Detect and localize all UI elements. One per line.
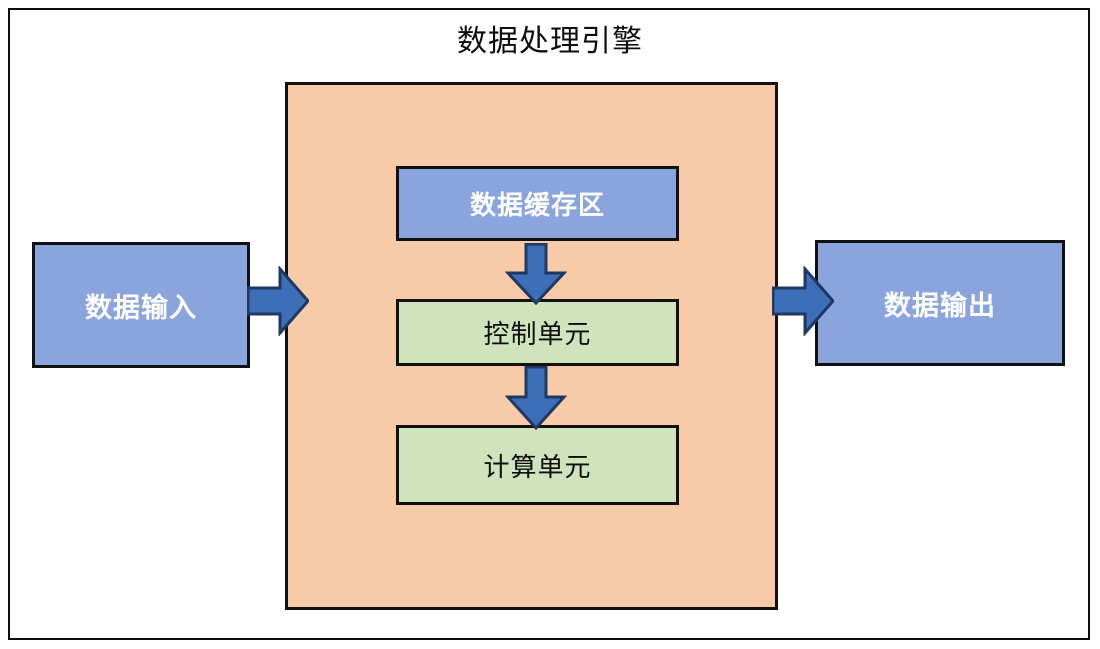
node-data-cache[interactable]: 数据缓存区: [396, 166, 679, 241]
node-data-output[interactable]: 数据输出: [815, 240, 1065, 366]
arrow-right-engine-to-output: [772, 266, 834, 336]
node-control-unit-label: 控制单元: [483, 319, 592, 349]
node-data-input-label: 数据输入: [85, 292, 197, 323]
diagram-title: 数据处理引擎: [457, 25, 643, 58]
arrow-right-input-to-engine: [247, 266, 309, 336]
node-data-output-label: 数据输出: [884, 290, 996, 321]
arrow-down-control-to-compute: [505, 366, 567, 430]
node-data-input[interactable]: 数据输入: [32, 242, 250, 368]
node-control-unit[interactable]: 控制单元: [396, 299, 679, 366]
node-data-cache-label: 数据缓存区: [469, 190, 605, 220]
node-compute-unit-label: 计算单元: [483, 451, 592, 482]
node-compute-unit[interactable]: 计算单元: [396, 425, 679, 505]
arrow-down-cache-to-control: [505, 243, 567, 305]
